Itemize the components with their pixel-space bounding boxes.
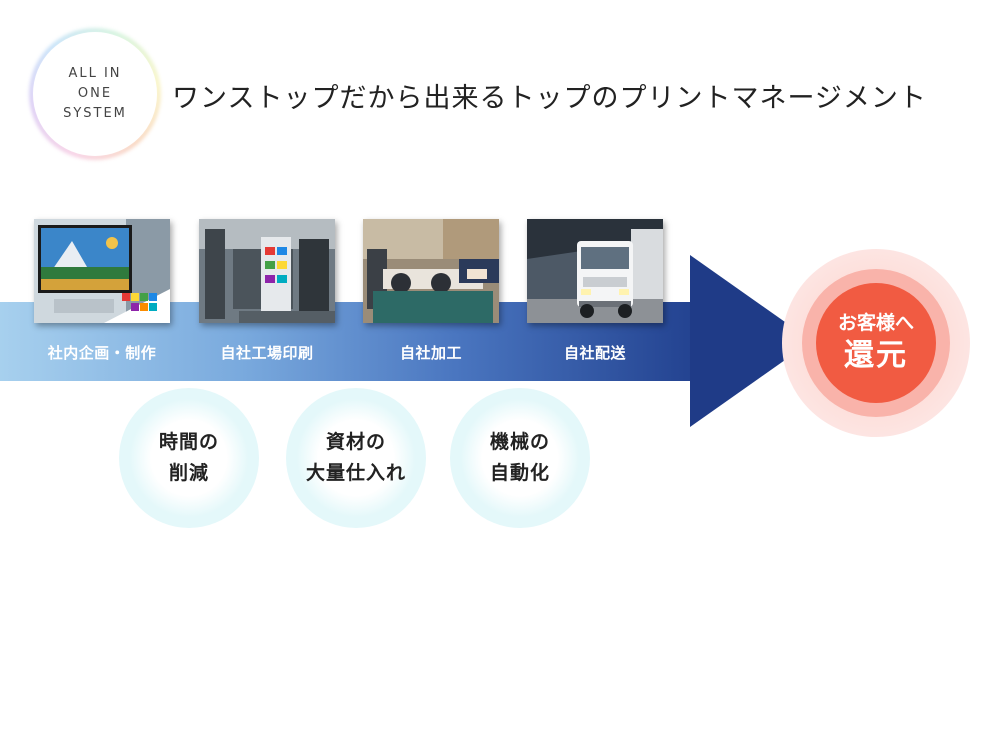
badge-line-2: ONE xyxy=(77,86,113,101)
benefit-line-2: 大量仕入れ xyxy=(305,462,406,484)
all-in-one-badge: ALL IN ONE SYSTEM xyxy=(33,32,157,156)
step-label-delivery: 自社配送 xyxy=(563,344,626,362)
printing-press-photo xyxy=(199,219,335,323)
benefit-line-2: 自動化 xyxy=(489,462,550,484)
benefit-time-reduction: 時間の 削減 xyxy=(119,388,259,528)
step-label-printing: 自社工場印刷 xyxy=(220,344,314,362)
step-label-planning: 社内企画・制作 xyxy=(47,344,157,362)
benefit-line-2: 削減 xyxy=(168,462,209,484)
goal-line-1: お客様へ xyxy=(837,312,914,334)
goal-line-2: 還元 xyxy=(844,338,908,373)
benefit-line-1: 時間の xyxy=(158,431,219,453)
badge-line-1: ALL IN xyxy=(68,66,122,81)
benefit-line-1: 資材の xyxy=(325,431,386,453)
finishing-machine-photo xyxy=(363,219,499,323)
benefit-line-1: 機械の xyxy=(489,431,550,453)
benefit-automation: 機械の 自動化 xyxy=(450,388,590,528)
computer-design-photo xyxy=(34,219,170,323)
badge-line-3: SYSTEM xyxy=(63,106,127,121)
step-label-finishing: 自社加工 xyxy=(399,344,462,362)
headline: ワンストップだから出来るトップのプリントマネージメント xyxy=(172,83,927,114)
delivery-truck-photo xyxy=(527,219,663,323)
benefit-bulk-purchase: 資材の 大量仕入れ xyxy=(286,388,426,528)
goal-circle: お客様へ 還元 xyxy=(816,283,936,403)
